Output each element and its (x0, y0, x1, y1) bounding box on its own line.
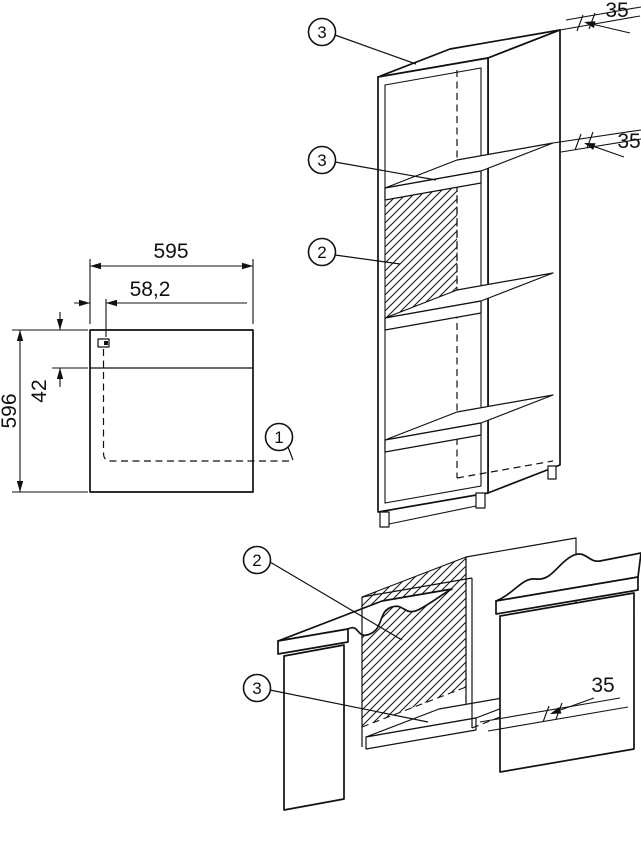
base-callout-3-circle (242, 673, 272, 703)
niche-hatched-area (385, 172, 457, 330)
base-niche-hidden-edges (361, 557, 467, 728)
callout-2-niche-leader (334, 254, 401, 265)
base-wall-gap-arrowhead (550, 707, 562, 714)
base-callout-3-label: 3 (252, 679, 261, 698)
niche-floor-front-edge (365, 717, 477, 750)
mains-cable-dashed-path (102, 349, 292, 462)
callout-3-top-label: 3 (317, 23, 326, 42)
base-callout-3-leader (269, 689, 429, 723)
wall-gap-top-label: 35 (605, 0, 628, 22)
callout-1-label: 1 (274, 428, 283, 447)
base-wall-gap-label: 35 (591, 674, 614, 697)
front-view-diagram: 595 58,2 42 596 1 (0, 240, 294, 493)
wall-gap-top-lines (559, 6, 641, 31)
left-base-cabinet-front (283, 644, 345, 811)
mains-connection-box-dot (104, 341, 108, 345)
tall-unit-right-side (487, 29, 561, 494)
base-niche-hatch-top-edge (361, 556, 467, 598)
callout-1-circle (264, 422, 294, 452)
wall-gap-top-ticks (576, 12, 596, 32)
callout-3-shelf-circle (307, 145, 337, 175)
base-wall-gap-lines (479, 697, 629, 732)
base-callout-2-label: 2 (252, 551, 261, 570)
callout-1-leader (287, 446, 294, 461)
offset-dimension-label: 58,2 (130, 278, 171, 301)
base-unit-diagram: 35 2 3 (242, 537, 641, 811)
left-worktop-top-face (277, 588, 453, 642)
right-worktop-front-edge (495, 576, 639, 615)
right-worktop-top-face (495, 552, 641, 602)
mains-connection-box (97, 338, 110, 348)
callout-2-niche-circle (307, 237, 337, 267)
base-niche-hatched-area (362, 557, 466, 727)
base-callout-2-leader (269, 561, 403, 641)
tall-unit-diagram: 35 35 3 3 2 (307, 0, 641, 528)
wall-gap-shelf-arrowhead (584, 143, 596, 150)
wall-gap-shelf-label: 35 (617, 130, 640, 153)
shelf-a-front-edge (384, 170, 482, 201)
right-base-cabinet-front (499, 592, 635, 773)
offset-dimension-arrowheads (79, 299, 117, 307)
width-dimension-label: 595 (153, 240, 188, 263)
callout-3-shelf-leader (334, 161, 437, 181)
callout-2-niche-label: 2 (317, 243, 326, 262)
tall-unit-front-opening (384, 67, 482, 504)
height-extension-lines (12, 329, 88, 493)
tall-unit-foot-left (379, 511, 390, 528)
callout-3-shelf-label: 3 (317, 151, 326, 170)
strip-dimension-label: 42 (28, 379, 51, 402)
wall-gap-top-arrowhead (584, 21, 596, 28)
tall-unit-hidden-edges (456, 70, 554, 479)
shelf-b-front-edge (384, 300, 482, 331)
shelf-c-front-edge (384, 422, 482, 453)
tall-unit-plinth-line (388, 505, 477, 525)
callout-3-top-circle (307, 17, 337, 47)
appliance-front-panel (89, 329, 254, 493)
tall-unit-foot-right (475, 492, 486, 509)
base-callout-2-circle (242, 545, 272, 575)
height-dimension-label: 596 (0, 393, 21, 428)
tall-unit-foot-back (547, 465, 557, 480)
niche-front-edges (361, 577, 473, 747)
wall-gap-shelf-lines (552, 129, 641, 153)
left-worktop-front-edge (277, 628, 349, 655)
width-extension-lines (89, 259, 254, 324)
strip-dimension-arrowheads (56, 319, 64, 379)
callout-3-top-leader (334, 34, 417, 65)
